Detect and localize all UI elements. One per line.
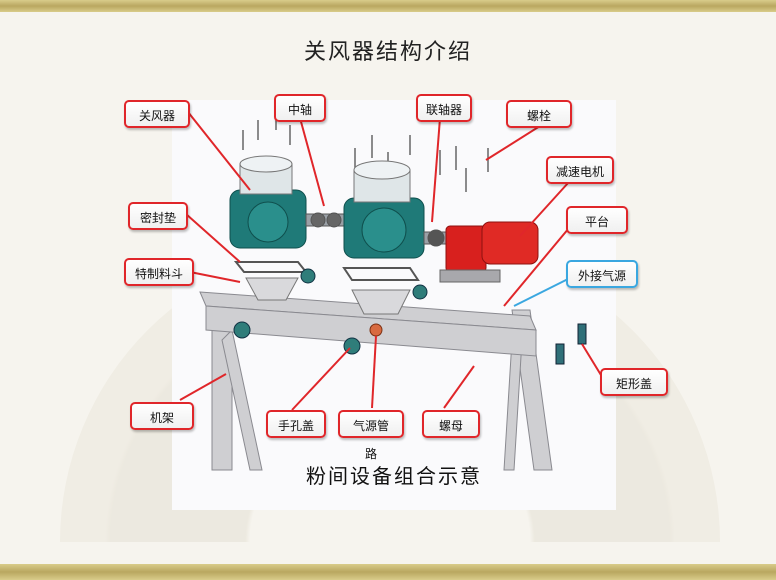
top-decorative-band [0,0,776,12]
callout-special-hopper: 特制料斗 [124,258,194,286]
slide-title: 关风器结构介绍 [303,40,472,65]
callout-leaders [179,111,605,411]
diagram-caption: 粉间设备组合示意 [306,464,482,488]
callout-frame: 机架 [130,402,194,430]
callout-coupling: 联轴器 [416,94,472,122]
callout-middle-shaft: 中轴 [274,94,326,122]
callout-leader-blue [513,275,575,307]
callout-sealing-gasket: 密封垫 [128,202,188,230]
rotary-valve-2 [343,160,425,259]
callout-gear-motor: 减速电机 [546,156,614,184]
callout-nut: 螺母 [422,410,480,438]
callout-bolt: 螺栓 [506,100,572,128]
callout-external-air-source: 外接气源 [566,260,638,288]
rotary-valve-1 [229,155,307,249]
rect-cover [555,323,587,365]
coupling [423,229,449,247]
sealing-gasket [233,261,420,281]
air-pipe-outlet [369,323,383,337]
middle-shaft [305,212,347,228]
callout-air-pipe: 气源管路 [338,410,404,461]
callout-rotary-valve: 关风器 [124,100,190,128]
bottom-decorative-band [0,564,776,580]
callout-rect-cover: 矩形盖 [600,368,668,396]
special-hopper [245,277,411,315]
callout-hand-hole-cover: 手孔盖 [266,410,326,438]
callout-platform: 平台 [566,206,628,234]
